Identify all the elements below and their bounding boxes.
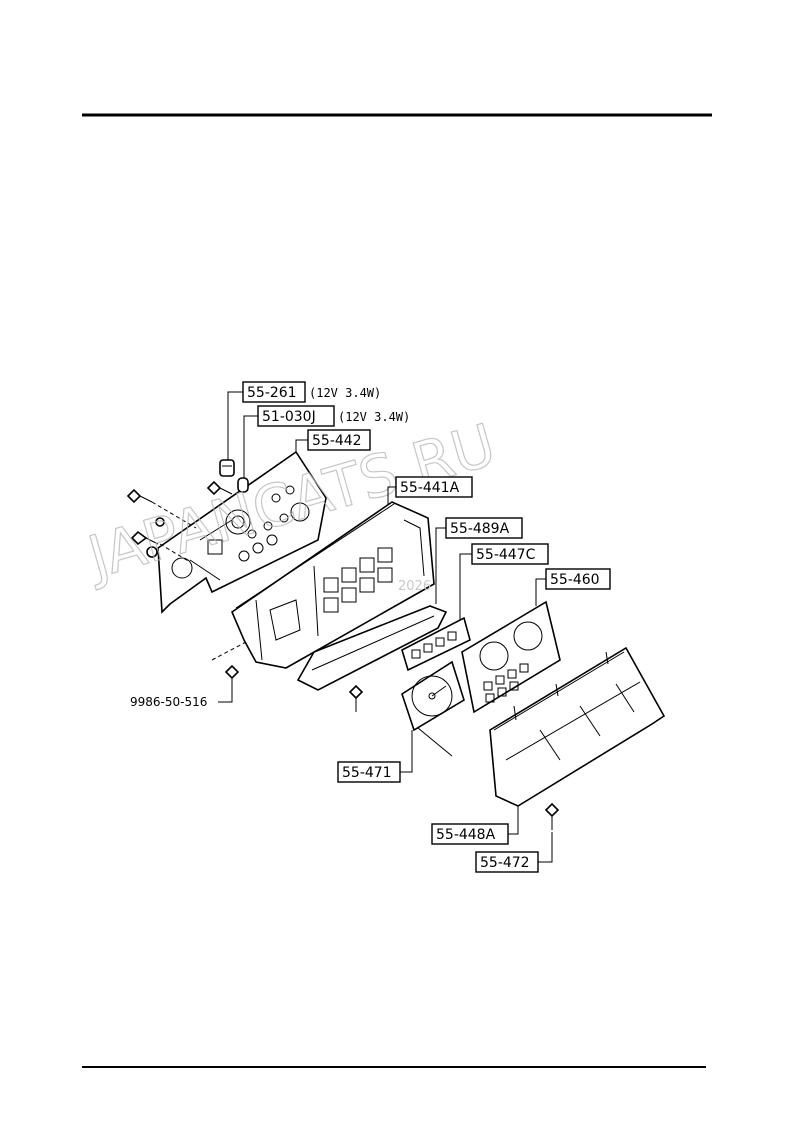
spec-51-030j: (12V 3.4W) [338,410,410,424]
cluster-case [231,501,435,669]
watermark-text: JAPANCATS.RU [78,411,503,593]
leader-55-471 [400,730,413,773]
label-55-448a: 55-448A [436,827,496,843]
label-55-489a: 55-489A [450,521,510,537]
washer-left [146,517,165,558]
speedometer-gauge [401,660,465,757]
watermark-year: 2026 [398,579,431,594]
bulb-socket-51-030j [237,477,249,493]
label-55-472: 55-472 [480,855,530,871]
leader-55-448a [508,806,519,835]
leader-55-441a [387,486,396,504]
indicator-panel [401,616,471,672]
leader-55-489a [435,527,446,604]
screw-path-3 [211,641,247,661]
screw-cover [544,802,560,830]
screw-path-2 [159,543,191,563]
bulb-socket-55-261 [219,459,235,477]
leader-9986-50-516 [218,680,233,703]
screw-bottom [348,684,364,712]
leader-55-460 [535,578,546,606]
leader-55-472 [538,832,553,863]
leader-55-442 [295,439,308,452]
label-55-441a: 55-441A [400,480,460,496]
printed-circuit-board [157,450,327,614]
label-55-442: 55-442 [312,433,362,449]
label-55-460: 55-460 [550,572,600,588]
leader-55-261 [227,391,243,460]
label-55-471: 55-471 [342,765,392,781]
screw-left-2 [130,530,159,546]
leader-51-030j [243,415,258,478]
leader-55-447c [459,553,472,620]
screw-upper [206,480,233,496]
label-55-261: 55-261 [247,385,297,401]
label-51-030j: 51-030J [262,409,316,425]
label-55-447c: 55-447C [476,547,536,563]
spec-55-261: (12V 3.4W) [309,386,381,400]
screw-left-1 [126,488,153,504]
label-9986-50-516: 9986-50-516 [130,695,207,709]
cluster-cover [489,646,666,807]
light-guide [296,605,448,691]
dial-plate [461,600,561,714]
screw-path-1 [151,501,197,529]
